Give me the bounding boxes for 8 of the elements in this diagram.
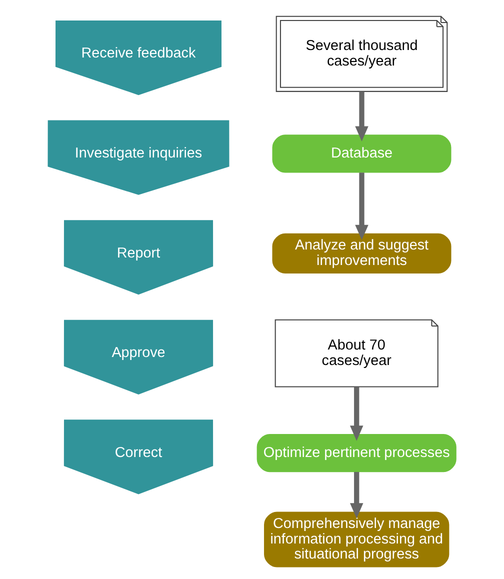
arrow — [355, 91, 368, 141]
node-box: Optimize pertinent processes — [256, 434, 456, 472]
arrow — [350, 386, 364, 440]
node-box: Analyze and suggest improvements — [272, 232, 452, 274]
node-box: Database — [272, 134, 452, 172]
arrow — [355, 172, 368, 240]
node-box: Comprehensively manage information processing and situational progress — [264, 511, 450, 567]
arrow — [350, 471, 364, 518]
